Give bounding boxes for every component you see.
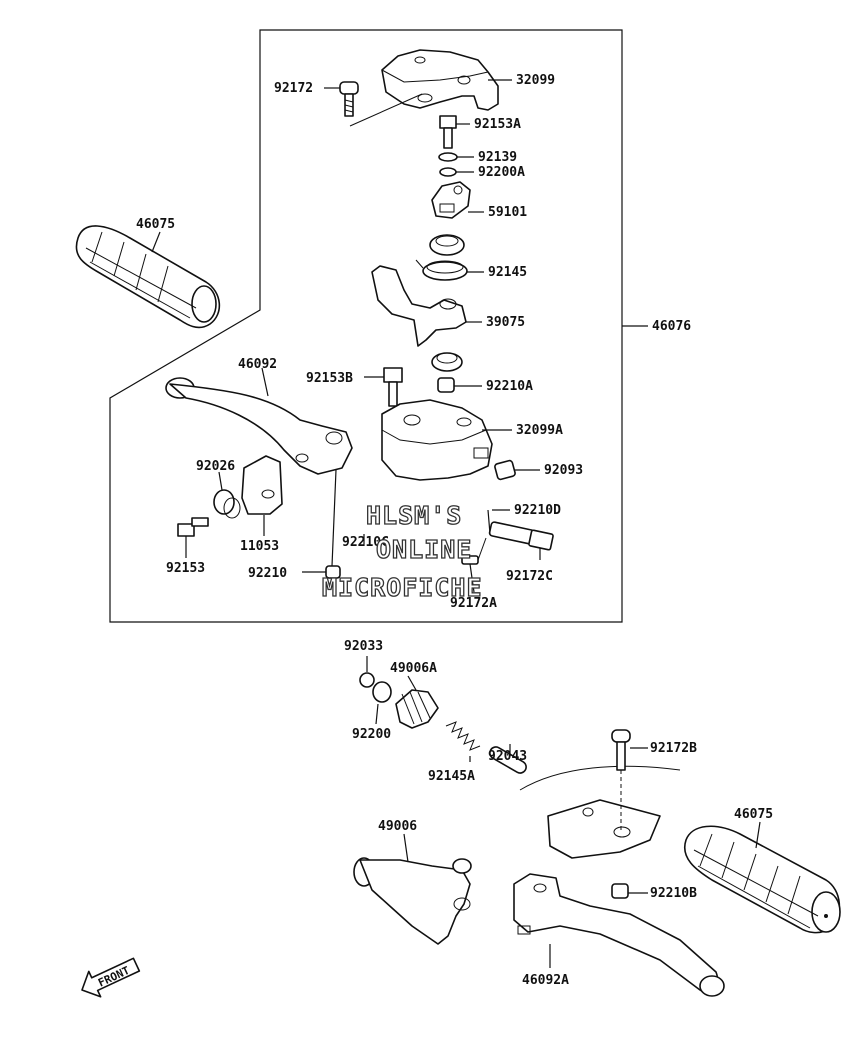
- part-perch-bracket: [519, 765, 681, 859]
- label-46075-lower: 46075: [734, 807, 773, 822]
- label-92210B: 92210B: [650, 886, 697, 901]
- assembly-boundary: [109, 29, 623, 623]
- part-11053-clamp: [241, 455, 283, 515]
- label-92172: 92172: [274, 81, 313, 96]
- part-92172C-adjuster: [488, 521, 554, 551]
- label-92172C: 92172C: [506, 569, 553, 584]
- part-92172-screw: [339, 81, 359, 117]
- label-46076: 46076: [652, 319, 691, 334]
- part-32099-cover: [381, 49, 499, 111]
- part-92210A-nut: [437, 377, 455, 393]
- part-92210B-nut: [611, 883, 629, 899]
- label-49006: 49006: [378, 819, 417, 834]
- part-92139-washer: [438, 152, 458, 162]
- label-92210D: 92210D: [514, 503, 561, 518]
- part-46075-grip-lower: [683, 825, 841, 934]
- label-92200: 92200: [352, 727, 391, 742]
- part-92026-collar: [213, 489, 241, 519]
- part-32099A-housing: [381, 399, 493, 481]
- part-92145A-spring: [445, 721, 481, 751]
- part-49006A-boot: [395, 689, 439, 729]
- label-92026: 92026: [196, 459, 235, 474]
- label-11053: 11053: [240, 539, 279, 554]
- part-92200-washer: [372, 681, 392, 703]
- watermark-line-3: MICROFICHE: [322, 573, 483, 602]
- label-46092: 46092: [238, 357, 277, 372]
- label-92210A: 92210A: [486, 379, 533, 394]
- part-92093-cap: [494, 459, 516, 481]
- part-92033-ring: [359, 672, 375, 688]
- watermark-line-1: HLSM'S: [366, 501, 462, 530]
- watermark-line-2: ONLINE: [376, 535, 472, 564]
- part-92145-spring: [415, 259, 468, 281]
- label-92153B: 92153B: [306, 371, 353, 386]
- label-92153A: 92153A: [474, 117, 521, 132]
- label-59101: 59101: [488, 205, 527, 220]
- label-46092A: 46092A: [522, 973, 569, 988]
- part-46075-grip-upper: [75, 225, 221, 329]
- part-59101-plate: [431, 181, 471, 219]
- part-92043-pin: [489, 746, 527, 774]
- label-92093: 92093: [544, 463, 583, 478]
- part-bushing-ring: [429, 234, 465, 256]
- part-49006-perch: [353, 857, 472, 945]
- label-92153: 92153: [166, 561, 205, 576]
- part-labels: 92172 32099 92153A 92139 92200A 59101 46…: [136, 73, 773, 988]
- label-32099: 32099: [516, 73, 555, 88]
- part-92172B-screw: [611, 729, 631, 832]
- label-92043: 92043: [488, 749, 527, 764]
- front-arrow: FRONT: [81, 957, 141, 998]
- label-49006A: 49006A: [390, 661, 437, 676]
- part-92153A-bolt: [439, 115, 457, 149]
- part-92153B-bolt: [383, 367, 403, 407]
- label-92033: 92033: [344, 639, 383, 654]
- label-92210: 92210: [248, 566, 287, 581]
- label-39075: 39075: [486, 315, 525, 330]
- label-92200A: 92200A: [478, 165, 525, 180]
- label-92172A: 92172A: [450, 596, 497, 611]
- part-bushing-lower: [431, 352, 463, 372]
- label-46075-upper: 46075: [136, 217, 175, 232]
- label-92210C: 92210C: [342, 535, 389, 550]
- label-92139: 92139: [478, 150, 517, 165]
- label-92145: 92145: [488, 265, 527, 280]
- part-92200A-washer: [439, 167, 457, 177]
- watermark: HLSM'S ONLINE MICROFICHE: [321, 500, 483, 602]
- part-92153-bolt: [177, 517, 209, 537]
- part-46092-lever: [165, 377, 353, 475]
- label-32099A: 32099A: [516, 423, 563, 438]
- leader-lines: [151, 79, 761, 968]
- part-46092A-lever: [513, 873, 725, 997]
- label-92145A: 92145A: [428, 769, 475, 784]
- label-92172B: 92172B: [650, 741, 697, 756]
